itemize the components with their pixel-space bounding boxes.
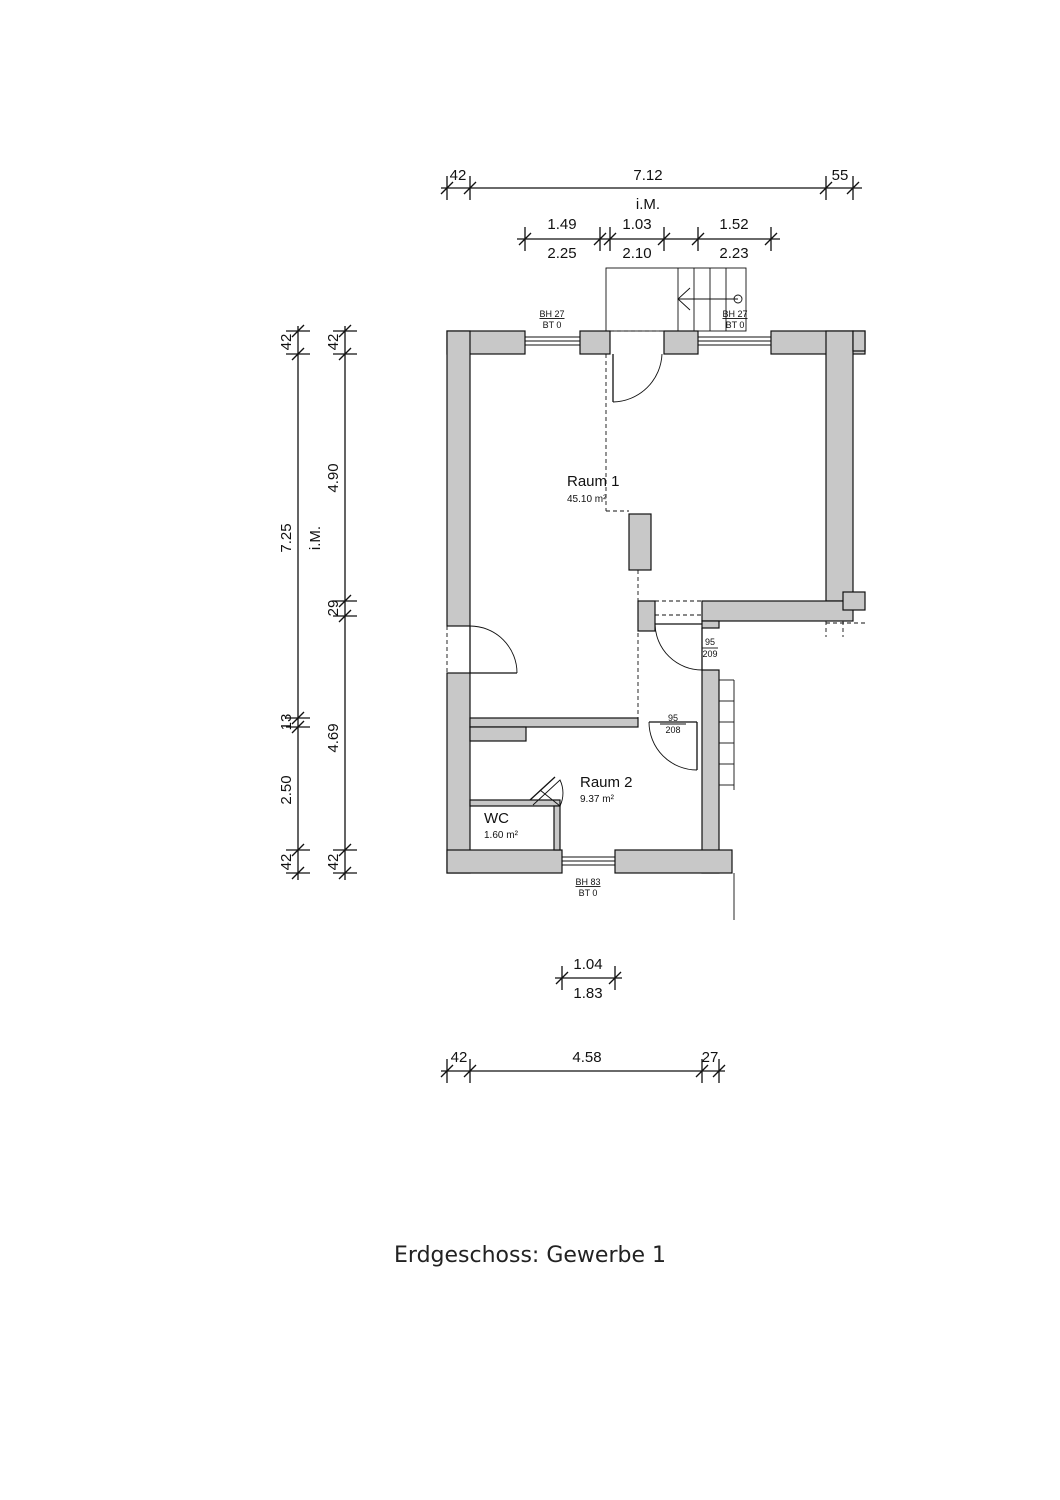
- dim-top-note: i.M.: [636, 196, 660, 213]
- wall-right: [825, 330, 854, 602]
- dim-left-b3: 2.50: [278, 775, 295, 804]
- stairs: [605, 267, 747, 920]
- wall-left-lower: [446, 672, 471, 874]
- wall-step-end: [842, 591, 866, 611]
- dim-left-b1: 42: [278, 334, 295, 351]
- dashed-lines: [605, 354, 865, 718]
- win-bottom-bt: BT 0: [579, 888, 598, 898]
- win-top-left-bh: BH 27: [539, 309, 564, 319]
- dimension-left: 42 7.25 13 2.50 42 42 4.90 i.M. 29 4.69 …: [278, 324, 357, 880]
- wc-name: WC: [484, 810, 509, 827]
- door-a-height: 209: [702, 649, 717, 659]
- dim-w1-top: 1.49: [547, 216, 576, 233]
- wc-area: 1.60 m²: [484, 830, 519, 841]
- win-top-right-bh: BH 27: [722, 309, 747, 319]
- walls: [446, 330, 866, 874]
- dimension-bottom: 1.04 1.83 42 4.58 27: [440, 956, 726, 1083]
- dim-bottom-main: 4.58: [572, 1049, 601, 1066]
- dim-win-bot: 1.83: [573, 985, 602, 1002]
- dimension-top: 42 7.12 55 i.M. 1.49 2.25 1.03 2.10 1.52…: [440, 167, 862, 262]
- dim-left-b2: 13: [278, 714, 295, 731]
- chimney: [628, 513, 652, 571]
- wall-bottom-left: [446, 849, 563, 874]
- pillar: [637, 600, 656, 632]
- doors: [446, 330, 703, 807]
- dim-top-right: 55: [832, 167, 849, 184]
- room-2-area: 9.37 m²: [580, 794, 615, 805]
- dim-w1-bot: 2.25: [547, 245, 576, 262]
- win-top-left-bt: BT 0: [543, 320, 562, 330]
- dim-top-left: 42: [450, 167, 467, 184]
- wall-partition: [469, 717, 639, 728]
- wall-wc-top: [469, 799, 561, 807]
- dim-door-top: 1.03: [622, 216, 651, 233]
- page-caption: Erdgeschoss: Gewerbe 1: [394, 1243, 666, 1268]
- win-top-right-bt: BT 0: [726, 320, 745, 330]
- wall-bottom-right: [614, 849, 733, 874]
- dim-left-a1: 42: [325, 334, 342, 351]
- room-1-area: 45.10 m²: [567, 494, 607, 505]
- dim-left-a2: 4.90: [325, 463, 342, 492]
- dim-door-bot: 2.10: [622, 245, 651, 262]
- wall-left-upper: [446, 330, 471, 627]
- dim-left-total: 7.25: [278, 523, 295, 552]
- wall-inner-right: [701, 669, 720, 874]
- door-b-width: 95: [668, 713, 678, 723]
- windows: [525, 336, 771, 866]
- dim-left-a3: 29: [325, 600, 342, 617]
- door-a-width: 95: [705, 637, 715, 647]
- dim-w2-bot: 2.23: [719, 245, 748, 262]
- win-bottom-bh: BH 83: [575, 877, 600, 887]
- wall-inner-right-top: [701, 620, 720, 629]
- wall-top-mid-right: [663, 330, 699, 355]
- dim-bottom-left: 42: [451, 1049, 468, 1066]
- door-b-height: 208: [665, 725, 680, 735]
- dim-left-a5: 42: [325, 854, 342, 871]
- dim-left-note: i.M.: [307, 526, 324, 550]
- dim-top-main: 7.12: [633, 167, 662, 184]
- dim-left-a4: 4.69: [325, 723, 342, 752]
- wall-right-cap: [852, 330, 866, 352]
- wall-partition-nib: [469, 726, 527, 742]
- room-1-name: Raum 1: [567, 473, 620, 490]
- wall-wc-right: [553, 805, 561, 851]
- wall-top-mid-left: [579, 330, 611, 355]
- dim-win-top: 1.04: [573, 956, 602, 973]
- wall-step: [701, 600, 854, 622]
- room-2-name: Raum 2: [580, 774, 633, 791]
- dim-left-b4: 42: [278, 854, 295, 871]
- dim-w2-top: 1.52: [719, 216, 748, 233]
- dim-bottom-right: 27: [702, 1049, 719, 1066]
